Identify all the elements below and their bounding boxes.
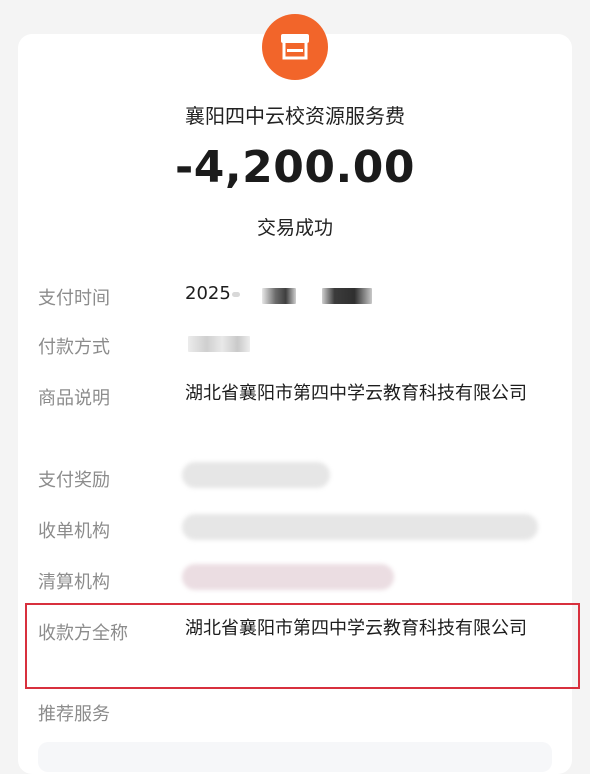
description-label: 商品说明 <box>38 388 110 409</box>
redacted-block <box>262 288 296 304</box>
payee-fullname-value: 湖北省襄阳市第四中学云教育科技有限公司 <box>185 618 527 639</box>
payee-fullname-label: 收款方全称 <box>38 623 128 644</box>
clearing-label: 清算机构 <box>38 572 110 593</box>
transaction-amount: -4,200.00 <box>175 142 415 193</box>
redacted-block <box>188 336 250 352</box>
transaction-status: 交易成功 <box>256 217 333 239</box>
acquirer-label: 收单机构 <box>38 521 110 542</box>
recommend-label: 推荐服务 <box>38 704 110 725</box>
description-value: 湖北省襄阳市第四中学云教育科技有限公司 <box>185 383 527 404</box>
redacted-block <box>182 462 330 488</box>
merchant-name: 襄阳四中云校资源服务费 <box>185 104 405 128</box>
pay-time-label: 支付时间 <box>38 288 110 309</box>
merchant-logo <box>262 14 328 80</box>
redacted-block <box>182 564 394 590</box>
redacted-block <box>232 292 240 297</box>
shop-icon <box>281 34 309 60</box>
redacted-block <box>182 514 538 540</box>
pay-method-label: 付款方式 <box>38 337 110 358</box>
redacted-block <box>322 288 372 304</box>
recommend-panel[interactable] <box>38 742 552 772</box>
pay-time-value: 2025 <box>185 283 231 304</box>
bill-detail-card <box>18 34 572 774</box>
reward-label: 支付奖励 <box>38 470 110 491</box>
highlight-box <box>25 603 580 689</box>
